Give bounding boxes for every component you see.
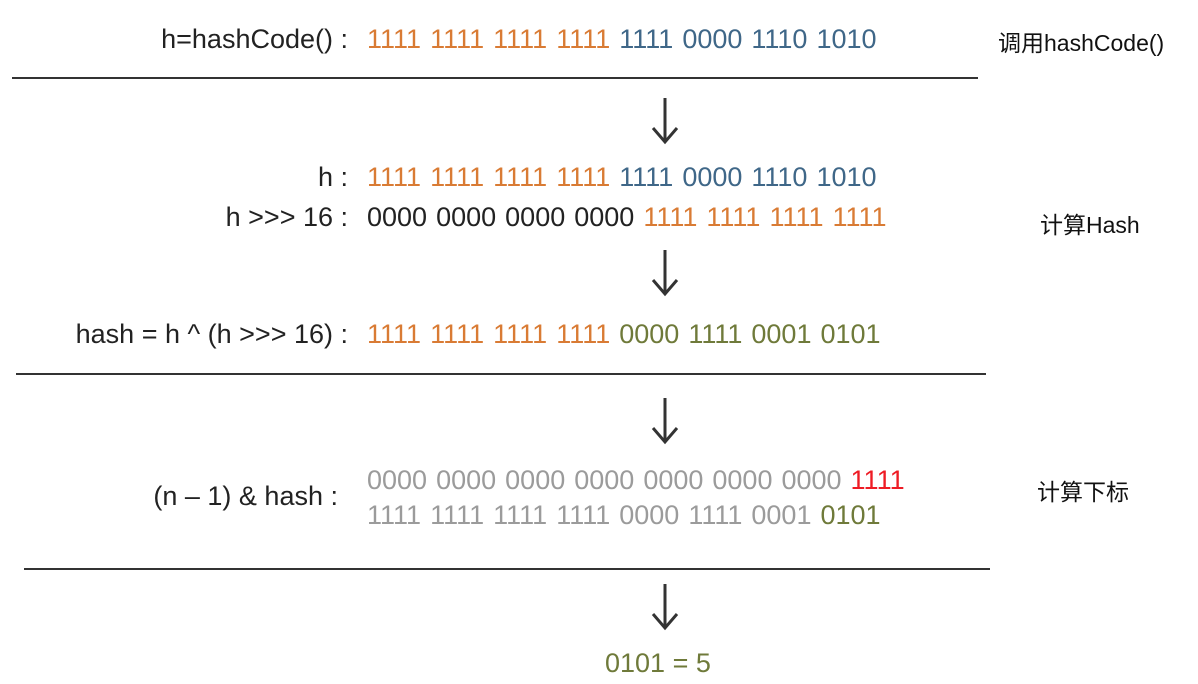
bit-group: 1110 bbox=[751, 162, 808, 192]
hashcode-bits: 1111 1111 1111 1111 1111 0000 1110 1010 bbox=[367, 26, 877, 53]
bit-group: 1111 bbox=[430, 162, 485, 192]
bit-group: 0000 bbox=[682, 24, 743, 54]
bit-group: 1111 bbox=[493, 319, 548, 349]
bit-group: 1110 bbox=[751, 24, 808, 54]
hashcode-row-label: h=hashCode() : bbox=[161, 24, 348, 54]
bit-group: 1111 bbox=[706, 202, 761, 232]
bit-group: 1111 bbox=[493, 24, 548, 54]
bit-group: 1111 bbox=[619, 24, 674, 54]
mask-row-label: (n – 1) & hash : bbox=[153, 481, 338, 511]
step-label-compute-hash: 计算Hash bbox=[1040, 212, 1140, 238]
bit-group: 1111 bbox=[493, 162, 548, 192]
divider-3 bbox=[24, 568, 990, 570]
bit-group: 0000 bbox=[682, 162, 743, 192]
step-label-call: 调用hashCode() bbox=[998, 30, 1165, 56]
bit-group: 0001 bbox=[751, 500, 812, 530]
bit-group: 0101 bbox=[820, 319, 881, 349]
bit-group: 0001 bbox=[751, 319, 812, 349]
bit-group: 1111 bbox=[430, 24, 485, 54]
bit-group: 1111 bbox=[769, 202, 824, 232]
bit-group: 1010 bbox=[816, 162, 877, 192]
bit-group: 0000 bbox=[505, 202, 566, 232]
down-arrow-icon bbox=[651, 398, 679, 445]
divider-2 bbox=[16, 373, 986, 375]
shift-bits: 0000 0000 0000 0000 1111 1111 1111 1111 bbox=[367, 204, 887, 231]
bit-group: 1111 bbox=[430, 500, 485, 530]
bit-group: 0101 bbox=[820, 500, 881, 530]
bit-group: 0000 bbox=[781, 465, 842, 495]
bit-group: 1111 bbox=[493, 500, 548, 530]
bit-group: 1111 bbox=[619, 162, 674, 192]
bit-group: 0000 bbox=[712, 465, 773, 495]
bit-group: 1111 bbox=[556, 162, 611, 192]
bit-group: 1111 bbox=[367, 319, 422, 349]
result-value: 0101 = 5 bbox=[605, 648, 711, 678]
bit-group: 0000 bbox=[619, 500, 680, 530]
bit-group: 0000 bbox=[436, 202, 497, 232]
bit-group: 1111 bbox=[556, 319, 611, 349]
bit-group: 1111 bbox=[832, 202, 887, 232]
divider-1 bbox=[12, 77, 978, 79]
bit-group: 1111 bbox=[367, 162, 422, 192]
h-row-label: h : bbox=[317, 162, 348, 192]
h-bits: 1111 1111 1111 1111 1111 0000 1110 1010 bbox=[367, 164, 877, 191]
bit-group: 1111 bbox=[688, 500, 743, 530]
down-arrow-icon bbox=[651, 250, 679, 297]
bit-group: 0000 bbox=[574, 465, 635, 495]
bit-group: 0000 bbox=[367, 465, 428, 495]
bit-group: 1111 bbox=[367, 500, 422, 530]
bit-group: 1111 bbox=[643, 202, 698, 232]
down-arrow-icon bbox=[651, 98, 679, 145]
down-arrow-icon bbox=[651, 584, 679, 631]
bit-group: 0000 bbox=[367, 202, 428, 232]
bit-group: 1111 bbox=[556, 24, 611, 54]
bit-group: 0000 bbox=[574, 202, 635, 232]
bit-group: 1010 bbox=[816, 24, 877, 54]
bit-group: 1111 bbox=[850, 465, 905, 495]
bit-group: 1111 bbox=[556, 500, 611, 530]
hash-bits: 1111 1111 1111 1111 0000 1111 0001 0101 bbox=[367, 321, 881, 348]
bit-group: 0000 bbox=[436, 465, 497, 495]
bit-group: 1111 bbox=[367, 24, 422, 54]
bit-group: 0000 bbox=[505, 465, 566, 495]
step-label-compute-index: 计算下标 bbox=[1037, 479, 1129, 505]
bit-group: 0000 bbox=[643, 465, 704, 495]
hash-operand-bits: 1111 1111 1111 1111 0000 1111 0001 0101 bbox=[367, 502, 881, 529]
mask-bits: 0000 0000 0000 0000 0000 0000 0000 1111 bbox=[367, 467, 905, 494]
bit-group: 0000 bbox=[619, 319, 680, 349]
hash-row-label: hash = h ^ (h >>> 16) : bbox=[75, 319, 348, 349]
bit-group: 1111 bbox=[430, 319, 485, 349]
shift-row-label: h >>> 16 : bbox=[225, 202, 348, 232]
bit-group: 1111 bbox=[688, 319, 743, 349]
